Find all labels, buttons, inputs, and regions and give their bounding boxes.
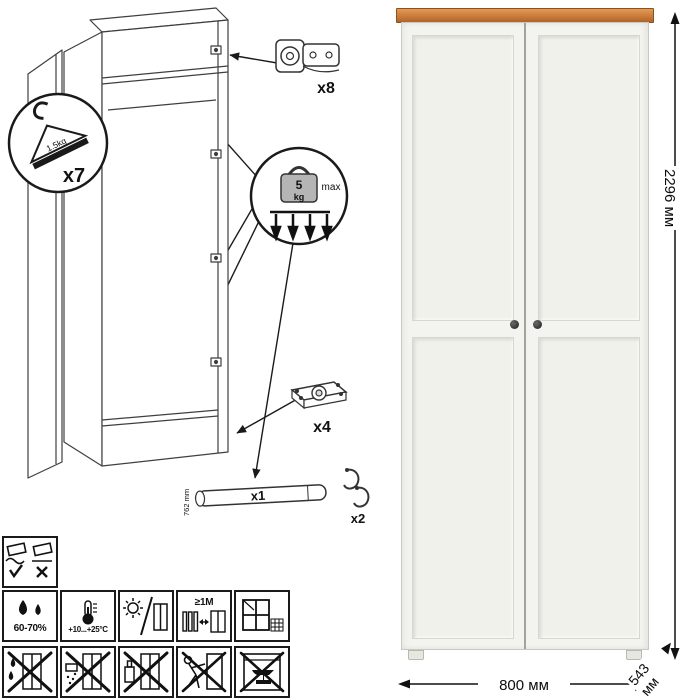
soft-surface-assembly-icon [5,542,53,579]
care-no-solvents [118,646,174,698]
weight-icon: 5 kg [280,166,318,203]
hinge-marks [210,45,222,367]
rod-length: 762 mm [182,489,191,516]
care-no-wet-cleaning [2,646,58,698]
height-dimension-label: 2296 мм [661,166,678,231]
load-qualifier: max [322,182,341,193]
hook-count: x2 [351,511,365,526]
care-temperature: +10...+25°C [60,590,116,642]
care-no-dragging [176,646,232,698]
right-door-lower-panel [538,337,640,639]
care-heat-distance: ≥1M [176,590,232,642]
care-humidity: 60-70% [2,590,58,642]
care-avoid-sunlight [118,590,174,642]
no-abrasives-icon [65,651,111,693]
ventilation-icon [242,599,284,632]
wardrobe-left-foot [408,650,424,660]
wardrobe-top-trim [396,8,654,23]
no-heavy-load-icon [239,651,285,693]
no-dragging-icon [181,651,227,693]
hanger-callout: 1.5kg x7 [7,92,109,194]
hook-detail: x2 [343,468,370,526]
no-solvents-icon [123,651,169,693]
foot-count: x4 [313,419,331,436]
hinge-detail: x8 [275,39,340,97]
rod-count: x1 [250,488,265,504]
heat-distance-label: ≥1M [194,596,214,608]
hanging-rod-detail: x1 [194,484,327,507]
wardrobe-wireframe [27,7,229,479]
temperature-label: +10...+25°C [68,624,108,634]
assembly-diagram: 1.5kg x7 x8 5 kg max [7,7,370,526]
hinge-count: x8 [317,80,335,97]
load-unit: kg [294,192,305,202]
right-door-upper-panel [538,35,640,321]
left-door-knob [510,320,519,329]
right-door-knob [533,320,542,329]
heat-distance-icon [182,609,226,633]
care-no-heavy-load [234,646,290,698]
temperature-icon [82,599,97,624]
left-door-lower-panel [412,337,514,639]
height-dimension-arrow [670,12,680,660]
humidity-icon [19,599,41,615]
care-ventilation [234,590,290,642]
shelf-load-callout: 5 kg max [249,146,349,246]
adjustable-foot-detail: x4 [290,381,348,436]
left-door-upper-panel [412,35,514,321]
care-no-abrasives [60,646,116,698]
load-value: 5 [296,178,303,192]
avoid-sunlight-icon [123,596,168,636]
care-soft-surface-assembly [2,536,58,588]
humidity-label: 60-70% [13,622,47,634]
load-arrows-icon [270,210,333,242]
door-gap [524,23,526,649]
width-dimension-label: 800 мм [478,677,570,694]
no-wet-cleaning-icon [7,651,53,693]
wardrobe-body [401,22,649,650]
hanger-count: x7 [63,165,85,187]
